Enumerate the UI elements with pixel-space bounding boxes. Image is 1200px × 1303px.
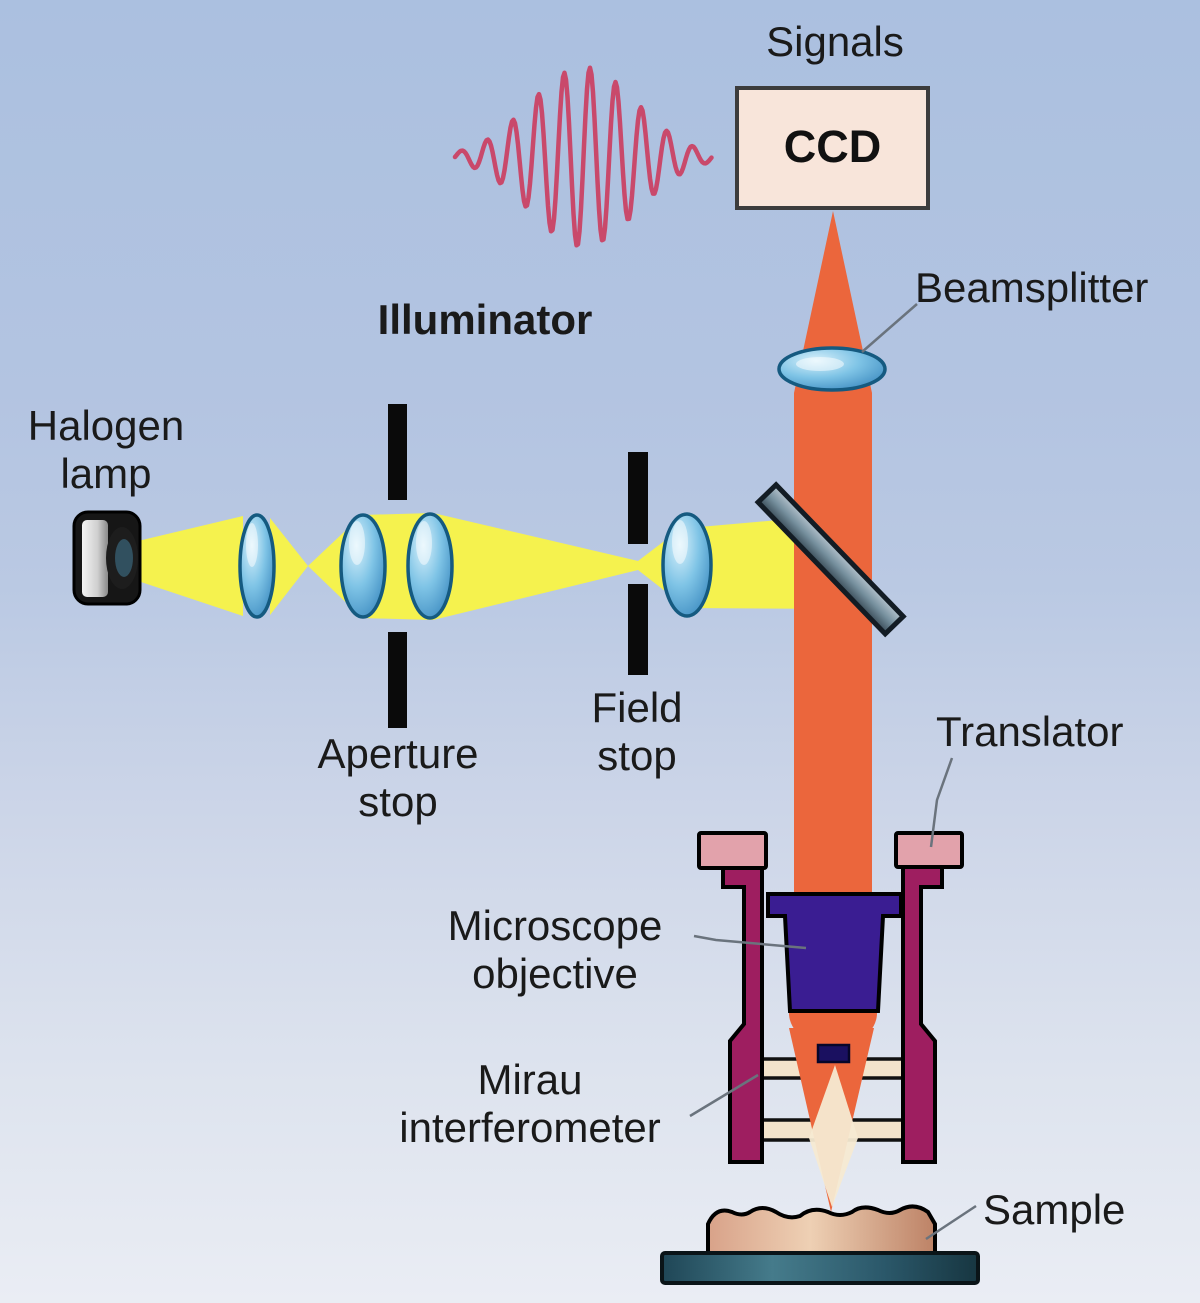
- translator-label: Translator: [936, 708, 1124, 755]
- halogen-lamp-label: Halogen lamp: [27, 402, 185, 497]
- signals-label: Signals: [766, 18, 904, 65]
- ccd-box: [735, 86, 930, 210]
- splitter-plate: [754, 481, 907, 638]
- sample-stage: [660, 1251, 980, 1285]
- translator-cap-left: [697, 831, 768, 870]
- field-stop-bottom-blade: [628, 584, 648, 675]
- signal-wave-icon: [452, 65, 714, 248]
- field-lens-icon: [661, 512, 713, 618]
- sample-label: Sample: [983, 1186, 1126, 1233]
- beamsplitter-lens-icon: [777, 346, 887, 392]
- mirau-interferometer-label: Mirau interferometer: [399, 1056, 661, 1151]
- translator-post-right: [901, 864, 944, 1164]
- beamsplitter-label: Beamsplitter: [915, 264, 1149, 311]
- sample-block: [706, 1204, 937, 1259]
- beam-condenser-focus: [270, 518, 308, 615]
- field-stop-label: Field stop: [591, 684, 683, 779]
- aperture-stop-label: Aperture stop: [317, 730, 479, 825]
- halogen-lamp-icon: [72, 510, 142, 606]
- beamsplitter-leader-line: [861, 303, 918, 353]
- condenser-lens-1-icon: [339, 513, 387, 619]
- translator-leader-line: [929, 757, 954, 848]
- beam-relay: [308, 513, 638, 620]
- sample-leader-line: [925, 1204, 977, 1241]
- microscope-objective-label: Microscope objective: [447, 902, 663, 997]
- collector-lens-icon: [238, 513, 276, 619]
- inner-reference-beam: [809, 1065, 858, 1207]
- aperture-stop-bottom-blade: [388, 632, 407, 728]
- illuminator-label: Illuminator: [377, 296, 593, 343]
- aperture-stop-top-blade: [388, 404, 407, 500]
- mirau-leader-line: [689, 1073, 759, 1118]
- condenser-lens-2-icon: [406, 512, 454, 620]
- reference-mirror-icon: [816, 1043, 851, 1064]
- ccd-label: CCD: [783, 121, 882, 172]
- translator-post-left: [721, 864, 764, 1164]
- field-stop-top-blade: [628, 452, 648, 544]
- beam-lamp-to-lens: [138, 516, 243, 616]
- translator-cap-right: [894, 831, 964, 869]
- microscope-objective-leader-line: [693, 934, 807, 950]
